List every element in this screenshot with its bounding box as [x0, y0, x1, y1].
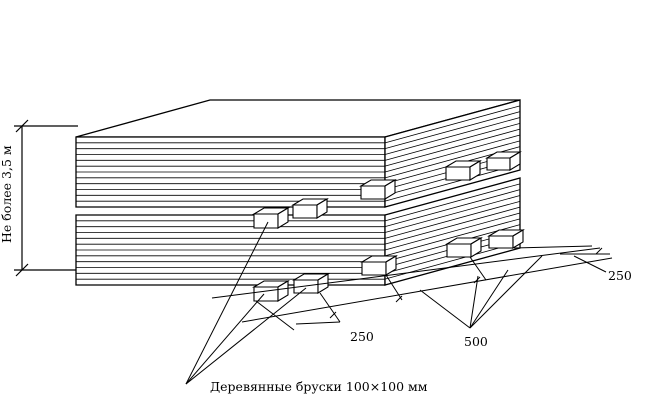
- upper-sheet-side-1: [384, 105, 521, 144]
- dim-line-front: [211, 247, 601, 299]
- height-limit-label: Не более 3,5 м: [0, 145, 14, 243]
- bearer-bottom-1: [252, 280, 290, 302]
- ext-line-1: [255, 300, 295, 331]
- leader-bearers: [185, 221, 307, 385]
- dim-line-back: [241, 257, 613, 323]
- ext-line-2: [319, 292, 341, 323]
- bearer-bottom-3: [360, 255, 398, 276]
- bearer-mid-1: [252, 207, 290, 229]
- dim-label-250-right: 250: [608, 268, 632, 283]
- bearer-bottom-4: [445, 237, 483, 258]
- height-dimension: [14, 119, 78, 277]
- ext-line-4: [469, 256, 487, 281]
- lower-sheet-side-4: [384, 200, 521, 239]
- dim-250-left: [295, 321, 341, 325]
- leader-500: [419, 255, 543, 329]
- lower-sheet-side-7: [384, 218, 521, 257]
- upper-sheet-side-5: [384, 128, 521, 167]
- upper-sheet-side-4: [384, 122, 521, 161]
- upper-sheet-side-3: [384, 117, 521, 155]
- lower-sheet-side-5: [384, 206, 521, 245]
- lower-sheet-side-6: [384, 212, 521, 251]
- height-tick-top: [15, 119, 29, 133]
- height-tick-bottom: [15, 263, 29, 277]
- dim-label-500: 500: [464, 334, 488, 349]
- ext-line-5: [513, 245, 593, 249]
- tick-b: [395, 295, 403, 303]
- upper-stack-sheet-lines: [76, 105, 521, 202]
- upper-sheet-side-2: [384, 111, 521, 150]
- tick-a: [329, 311, 337, 319]
- bearer-mid-3: [359, 179, 397, 200]
- ground-dimensions: [211, 245, 613, 331]
- bearer-caption: Деревянные бруски 100×100 мм: [210, 379, 428, 394]
- leader-250-right: [573, 255, 607, 273]
- upper-sheet-side-6: [384, 134, 521, 173]
- bearer-bottom-5: [487, 229, 525, 249]
- tick-d: [595, 247, 603, 255]
- middle-bearers: [252, 151, 522, 229]
- lower-sheet-side-1: [384, 183, 521, 222]
- lower-sheet-side-2: [384, 189, 521, 228]
- bearer-mid-4: [444, 160, 482, 181]
- ext-line-3: [385, 274, 403, 301]
- bearer-mid-5: [485, 151, 522, 171]
- upper-sheet-side-7: [384, 140, 521, 179]
- lower-sheet-side-3: [384, 195, 521, 233]
- bearer-mid-2: [291, 198, 329, 219]
- dim-label-250-left: 250: [350, 329, 374, 344]
